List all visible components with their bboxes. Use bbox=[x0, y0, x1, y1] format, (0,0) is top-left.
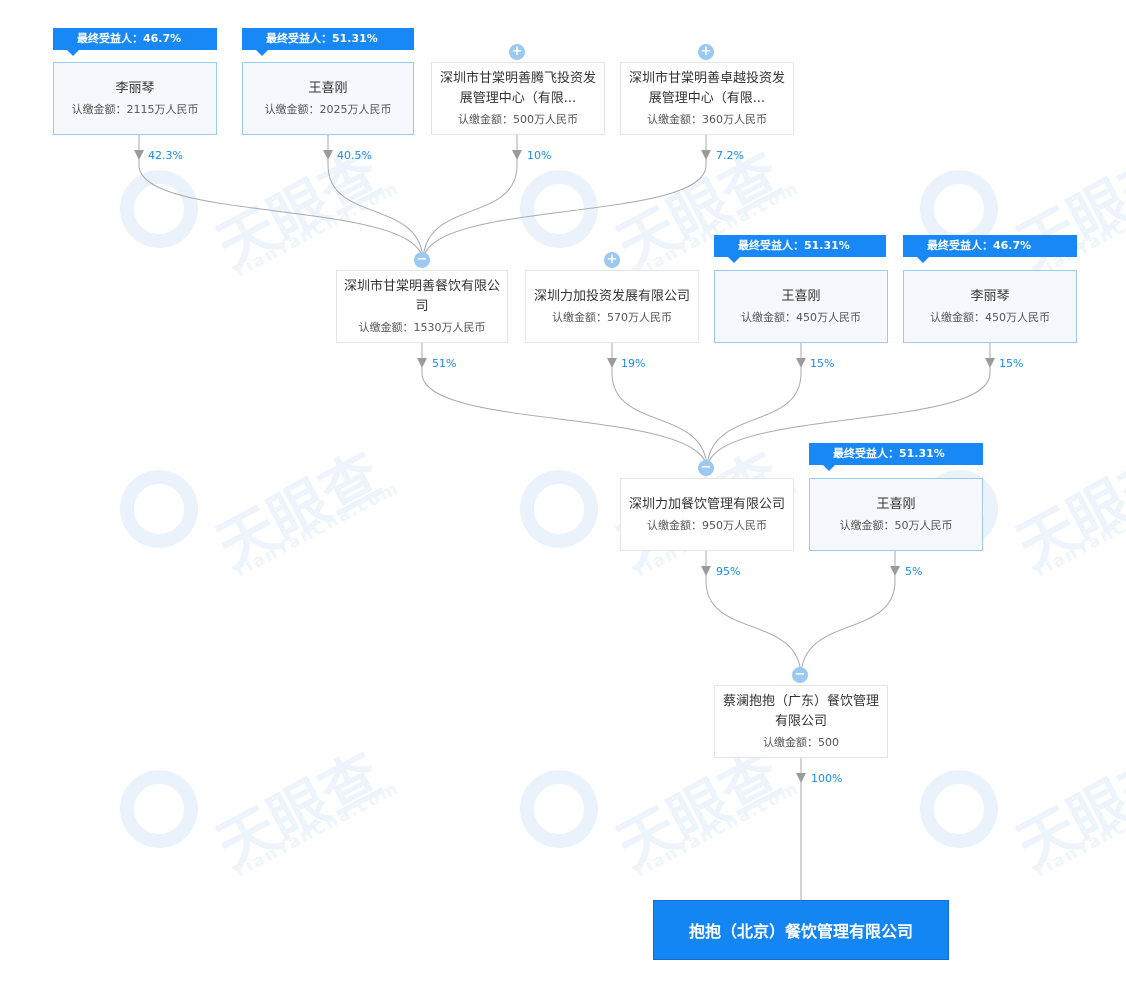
shareholder-node-li-liqin[interactable]: 李丽琴 认缴金额：2115万人民币 bbox=[53, 62, 217, 135]
arrow-down-icon bbox=[985, 358, 995, 368]
beneficiary-tag-li-mid: 最终受益人：46.7% bbox=[903, 235, 1077, 263]
edge-line bbox=[706, 343, 991, 471]
node-name: 王喜刚 bbox=[308, 80, 348, 96]
shareholder-node-zhuoyue-center[interactable]: 深圳市甘棠明善卓越投资发展管理中心（有限... 认缴金额：360万人民币 bbox=[620, 62, 794, 135]
arrow-down-icon bbox=[890, 566, 900, 576]
node-amount: 认缴金额：360万人民币 bbox=[647, 112, 767, 126]
edge-percent: 10% bbox=[527, 149, 552, 162]
beneficiary-tag-wang-mid: 最终受益人：51.31% bbox=[714, 235, 886, 263]
node-name: 蔡澜抱抱（广东）餐饮管理有限公司 bbox=[722, 693, 879, 729]
edge-percent: 40.5% bbox=[337, 149, 372, 162]
edge-percent: 42.3% bbox=[148, 149, 183, 162]
expand-toggle-lijia-touzi[interactable]: + bbox=[604, 252, 620, 268]
node-name: 深圳市甘棠明善餐饮有限公司 bbox=[343, 278, 500, 314]
node-name: 深圳力加餐饮管理有限公司 bbox=[628, 496, 785, 512]
company-node-lijia-canyin[interactable]: 深圳力加餐饮管理有限公司 认缴金额：950万人民币 bbox=[620, 478, 794, 551]
edge-percent: 5% bbox=[905, 565, 923, 578]
node-amount: 认缴金额：50万人民币 bbox=[839, 518, 953, 532]
collapse-toggle-lijia-canyin[interactable]: − bbox=[698, 460, 714, 476]
collapse-toggle-cailan[interactable]: − bbox=[792, 667, 808, 683]
edge-line bbox=[706, 343, 802, 471]
edge-line bbox=[138, 135, 424, 263]
beneficiary-tag-li-top: 最终受益人：46.7% bbox=[53, 28, 217, 56]
edge-percent: 15% bbox=[810, 357, 835, 370]
edge-line bbox=[705, 551, 802, 678]
node-name: 李丽琴 bbox=[970, 288, 1010, 304]
shareholder-node-wang-xigang-low[interactable]: 王喜刚 认缴金额：50万人民币 bbox=[809, 478, 983, 551]
company-node-lijia-touzi[interactable]: 深圳力加投资发展有限公司 认缴金额：570万人民币 bbox=[525, 270, 699, 343]
edge-line bbox=[611, 343, 708, 471]
shareholder-node-tengfei-center[interactable]: 深圳市甘棠明善腾飞投资发展管理中心（有限... 认缴金额：500万人民币 bbox=[431, 62, 605, 135]
edge-percent: 100% bbox=[811, 772, 843, 785]
edge-line bbox=[422, 135, 707, 263]
arrow-down-icon bbox=[134, 150, 144, 160]
edge-percent: 15% bbox=[999, 357, 1024, 370]
arrow-down-icon bbox=[607, 358, 617, 368]
arrow-down-icon bbox=[323, 150, 333, 160]
edge-percent: 19% bbox=[621, 357, 646, 370]
node-name: 李丽琴 bbox=[115, 80, 155, 96]
shareholder-node-li-liqin-mid[interactable]: 李丽琴 认缴金额：450万人民币 bbox=[903, 270, 1077, 343]
node-name: 深圳市甘棠明善卓越投资发展管理中心（有限... bbox=[628, 70, 785, 106]
node-name: 王喜刚 bbox=[781, 288, 821, 304]
expand-toggle-tengfei[interactable]: + bbox=[509, 44, 525, 60]
shareholder-node-wang-xigang[interactable]: 王喜刚 认缴金额：2025万人民币 bbox=[242, 62, 414, 135]
company-node-ganshan-canyin[interactable]: 深圳市甘棠明善餐饮有限公司 认缴金额：1530万人民币 bbox=[336, 270, 508, 343]
node-amount: 认缴金额：450万人民币 bbox=[930, 310, 1050, 324]
shareholder-node-wang-xigang-mid[interactable]: 王喜刚 认缴金额：450万人民币 bbox=[714, 270, 888, 343]
node-name: 深圳市甘棠明善腾飞投资发展管理中心（有限... bbox=[439, 70, 596, 106]
node-amount: 认缴金额：500万人民币 bbox=[458, 112, 578, 126]
node-amount: 认缴金额：1530万人民币 bbox=[358, 320, 486, 334]
beneficiary-tag-wang-top: 最终受益人：51.31% bbox=[242, 28, 414, 56]
edge-line bbox=[327, 135, 424, 263]
arrow-down-icon bbox=[796, 773, 806, 783]
arrow-down-icon bbox=[796, 358, 806, 368]
node-name: 王喜刚 bbox=[876, 496, 916, 512]
edge-line bbox=[800, 551, 896, 678]
beneficiary-tag-wang-low: 最终受益人：51.31% bbox=[809, 443, 983, 471]
company-node-cailan-baobao[interactable]: 蔡澜抱抱（广东）餐饮管理有限公司 认缴金额：500 bbox=[714, 685, 888, 758]
node-amount: 认缴金额：950万人民币 bbox=[647, 518, 767, 532]
arrow-down-icon bbox=[701, 150, 711, 160]
arrow-down-icon bbox=[512, 150, 522, 160]
node-amount: 认缴金额：570万人民币 bbox=[552, 310, 672, 324]
node-amount: 认缴金额：2025万人民币 bbox=[264, 102, 392, 116]
edge-line bbox=[422, 135, 518, 263]
edge-line bbox=[421, 343, 708, 471]
target-company-node[interactable]: 抱抱（北京）餐饮管理有限公司 bbox=[653, 900, 949, 960]
arrow-down-icon bbox=[417, 358, 427, 368]
arrow-down-icon bbox=[701, 566, 711, 576]
node-amount: 认缴金额：500 bbox=[763, 735, 839, 749]
edge-percent: 7.2% bbox=[716, 149, 744, 162]
node-amount: 认缴金额：450万人民币 bbox=[741, 310, 861, 324]
edge-percent: 95% bbox=[716, 565, 741, 578]
node-amount: 认缴金额：2115万人民币 bbox=[71, 102, 199, 116]
edge-percent: 51% bbox=[432, 357, 457, 370]
collapse-toggle-canyin[interactable]: − bbox=[414, 252, 430, 268]
expand-toggle-zhuoyue[interactable]: + bbox=[698, 44, 714, 60]
node-name: 深圳力加投资发展有限公司 bbox=[533, 288, 690, 304]
